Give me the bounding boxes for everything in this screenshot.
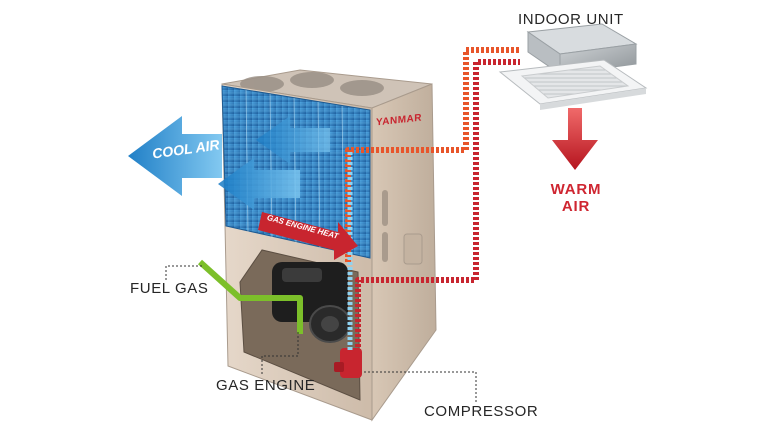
warm-air-label-line1: WARM xyxy=(550,181,602,198)
cool-air-arrow xyxy=(256,116,330,164)
fan-icon xyxy=(240,72,384,96)
supply-pipe-hot xyxy=(355,59,520,352)
compressor-unit xyxy=(334,348,362,378)
coil-fins xyxy=(245,89,345,254)
fuel-gas-leader xyxy=(165,265,202,280)
gas-engine-leader xyxy=(261,332,299,374)
side-vent xyxy=(382,232,388,262)
cool-air-arrow xyxy=(218,158,300,210)
fuel-gas-line xyxy=(197,259,303,334)
gas-engine-label: GAS ENGINE xyxy=(216,377,316,394)
gas-engine-block xyxy=(272,262,351,343)
indoor-unit xyxy=(498,23,648,110)
indoor-unit-label: INDOOR UNIT xyxy=(518,11,624,28)
side-handle xyxy=(403,233,423,265)
compressor-label: COMPRESSOR xyxy=(424,403,539,420)
warm-air-label-line2: AIR xyxy=(561,198,591,215)
leader-lines xyxy=(165,265,477,404)
compressor-leader xyxy=(364,371,477,404)
cool-air-arrow xyxy=(128,116,222,196)
warm-air-arrow xyxy=(552,108,598,170)
gas-engine-heat-arrow xyxy=(258,212,358,260)
return-pipe-warm xyxy=(345,47,520,262)
fuel-gas-label: FUEL GAS xyxy=(130,280,209,297)
side-vent xyxy=(382,190,388,226)
